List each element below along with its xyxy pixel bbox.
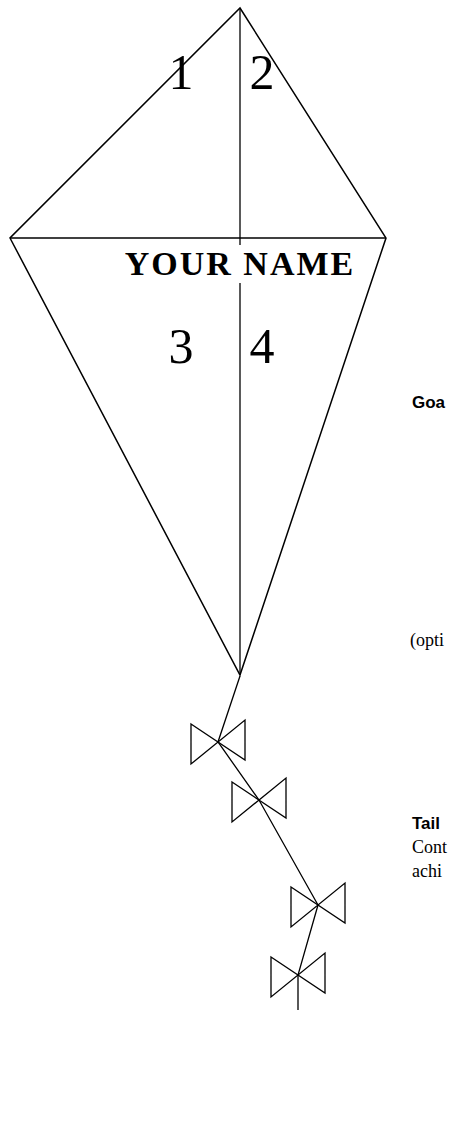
note-text: (opti bbox=[410, 631, 444, 649]
kite-spar bbox=[10, 237, 386, 238]
kite-border bbox=[10, 8, 386, 675]
tail-bow bbox=[232, 778, 286, 822]
name-field: YOUR NAME bbox=[122, 245, 358, 283]
kite-shape: 1 2YOUR NAME 3 4 bbox=[0, 0, 400, 690]
kite-spar bbox=[239, 8, 240, 675]
note-text: achi bbox=[412, 862, 442, 880]
quadrant-number: 3 bbox=[169, 321, 194, 371]
kite-outline bbox=[0, 0, 400, 690]
tail-bow bbox=[191, 720, 245, 764]
section-heading: Tail bbox=[412, 815, 440, 832]
tail-bow bbox=[291, 883, 345, 927]
tail-string bbox=[218, 676, 318, 1010]
section-heading: Goa bbox=[412, 394, 445, 411]
quadrant-number: 4 bbox=[250, 321, 275, 371]
tail-bow bbox=[271, 953, 325, 997]
quadrant-number: 2 bbox=[250, 47, 275, 97]
quadrant-number: 1 bbox=[169, 47, 194, 97]
note-text: Cont bbox=[412, 838, 447, 856]
